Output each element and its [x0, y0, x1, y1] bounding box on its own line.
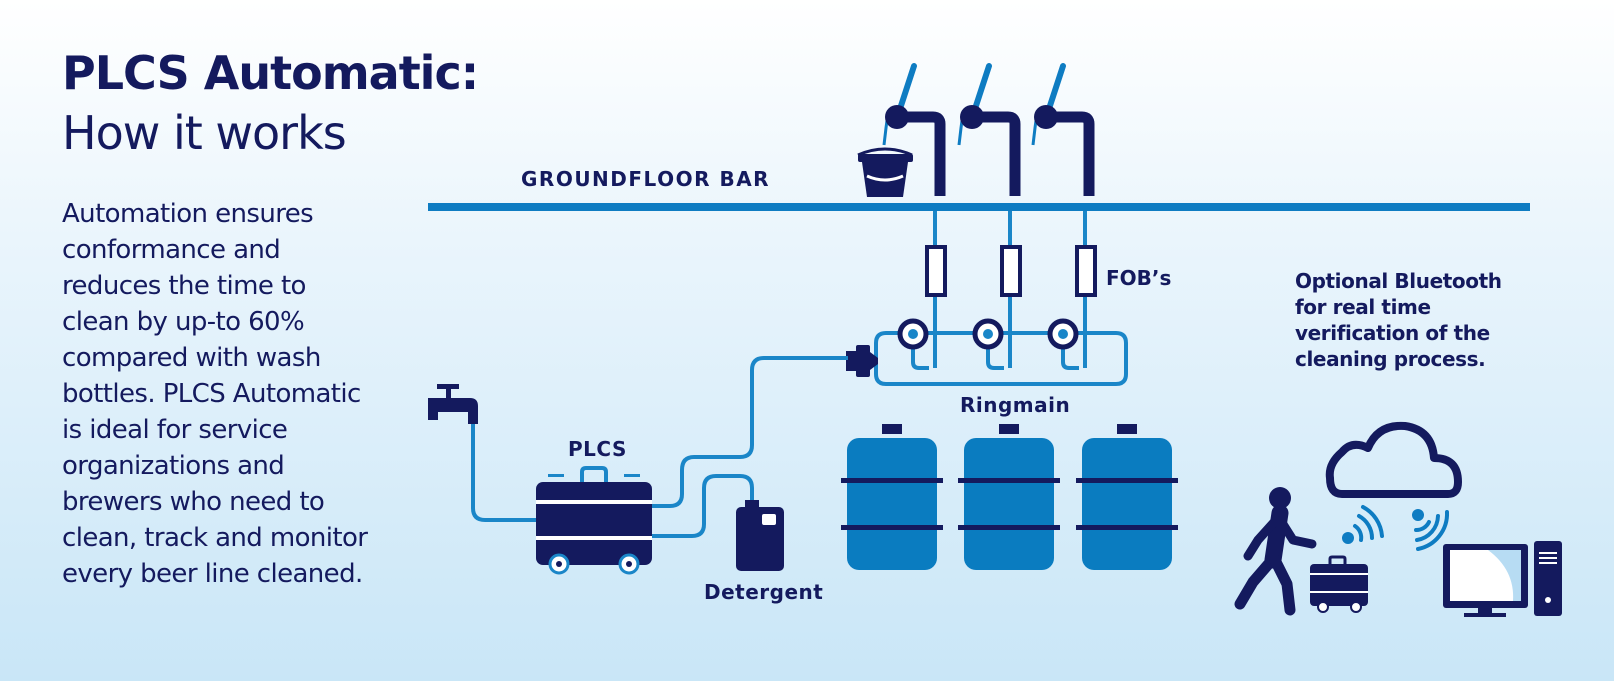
computer-icon	[1443, 541, 1562, 617]
page-subtitle: How it works	[62, 106, 347, 160]
description: Automation ensures conformance and reduc…	[62, 196, 382, 592]
bluetooth-note: Optional Bluetooth for real time verific…	[1295, 268, 1525, 372]
valve-loops	[911, 335, 1079, 370]
bluetooth-note-line: cleaning process.	[1295, 347, 1486, 371]
description-line: brewers who need to	[62, 487, 325, 517]
detergent-line	[650, 474, 754, 538]
beer-tap-icon	[957, 63, 1021, 196]
description-line: clean by up-to 60%	[62, 307, 305, 337]
connector-icon	[846, 345, 878, 377]
keg-icon	[958, 424, 1060, 570]
valve-icon	[1047, 318, 1079, 350]
detergent-label: Detergent	[704, 580, 823, 604]
description-line: clean, track and monitor	[62, 523, 368, 553]
keg-icon	[1076, 424, 1178, 570]
bar-label: GROUNDFLOOR BAR	[521, 167, 770, 191]
supply-line	[650, 356, 848, 508]
fob-unit	[1075, 245, 1097, 297]
description-line: Automation ensures	[62, 199, 314, 229]
beer-tap-icon	[1031, 63, 1095, 196]
fob-unit	[925, 245, 947, 297]
person-walking-icon	[1234, 487, 1317, 616]
wifi-signal-icon	[1342, 505, 1384, 544]
description-line: bottles. PLCS Automatic	[62, 379, 361, 409]
description-line: compared with wash	[62, 343, 321, 373]
ringmain-label: Ringmain	[960, 393, 1070, 417]
portable-plcs-icon	[1310, 555, 1368, 613]
valve-icon	[972, 318, 1004, 350]
description-line: conformance and	[62, 235, 281, 265]
bluetooth-note-line: for real time	[1295, 295, 1431, 319]
tap-icon	[428, 384, 478, 424]
description-line: reduces the time to	[62, 271, 306, 301]
bluetooth-note-line: Optional Bluetooth	[1295, 269, 1502, 293]
plcs-unit-icon	[536, 466, 652, 575]
ringmain-loop	[874, 331, 1128, 386]
description-line: is ideal for service	[62, 415, 288, 445]
bar-counter-line	[428, 203, 1530, 211]
description-line: every beer line cleaned.	[62, 559, 363, 589]
wifi-signal-icon	[1412, 509, 1450, 551]
plcs-label: PLCS	[568, 437, 627, 461]
detergent-container-icon	[736, 500, 784, 571]
keg-icon	[841, 424, 943, 570]
description-line: organizations and	[62, 451, 285, 481]
bucket-icon	[857, 147, 913, 197]
beer-tap-icon	[882, 63, 946, 196]
valve-icon	[897, 318, 929, 350]
fobs-label: FOB’s	[1106, 266, 1171, 290]
bluetooth-note-line: verification of the	[1295, 321, 1490, 345]
page-title: PLCS Automatic:	[62, 46, 479, 100]
water-pipe	[471, 424, 540, 522]
cloud-icon	[1325, 421, 1462, 498]
fob-unit	[1000, 245, 1022, 297]
